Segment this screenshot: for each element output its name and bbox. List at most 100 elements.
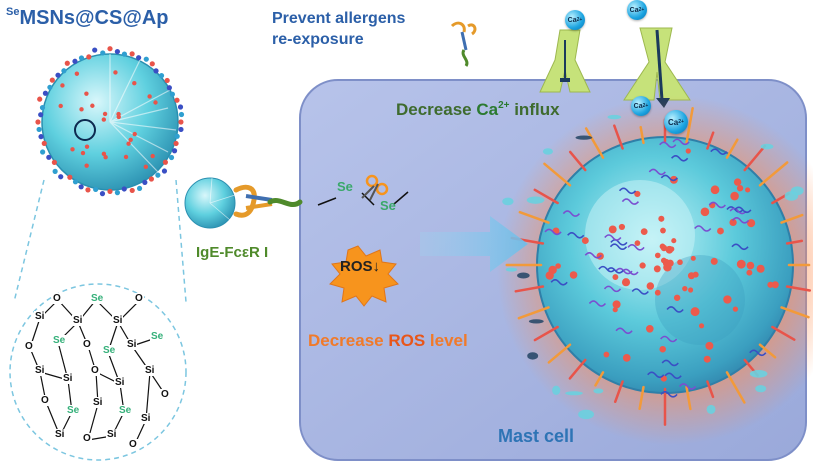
spike	[780, 306, 810, 319]
ligand-squiggle	[659, 141, 677, 149]
granule-dot	[612, 307, 618, 313]
spike	[685, 385, 692, 411]
granule-dot	[555, 263, 561, 269]
granule-dot	[685, 148, 691, 154]
granule-dot	[688, 287, 694, 293]
ligand-dot	[178, 119, 184, 125]
granule-dot	[640, 228, 648, 236]
ligand-squiggle	[606, 267, 624, 274]
ligand-dot	[41, 140, 47, 146]
spike	[613, 380, 624, 404]
granule-dot	[654, 289, 661, 296]
oxygen-atom-label: O	[160, 389, 170, 400]
granule-dot	[687, 272, 695, 280]
oxygen-atom-label: O	[128, 439, 138, 450]
silicon-atom-label: Si	[114, 377, 126, 388]
granule-dot	[690, 307, 700, 317]
spike	[785, 239, 804, 245]
ligand-dot	[67, 174, 73, 180]
ligand-squiggle	[661, 359, 679, 367]
oxygen-atom-label: O	[134, 293, 144, 304]
silicon-atom-label: Si	[92, 397, 104, 408]
ligand-dot	[78, 55, 85, 61]
granule-dot	[736, 259, 746, 269]
oxygen-atom-label: O	[24, 341, 34, 352]
ligand-dot	[174, 97, 180, 103]
granule-dot	[703, 355, 711, 363]
ligand-dot	[51, 159, 58, 165]
spike	[639, 125, 645, 145]
ligand-squiggle	[678, 383, 697, 390]
spike	[758, 343, 777, 359]
ligand-squiggle	[666, 306, 684, 313]
ligand-dot	[85, 187, 91, 193]
spike	[638, 385, 645, 411]
surface-dot	[84, 91, 89, 96]
cell-fragment	[607, 114, 622, 120]
granule-dot	[690, 255, 696, 261]
granule-dot	[581, 237, 589, 245]
ligand-dot	[158, 73, 165, 79]
ligand-squiggle	[627, 244, 645, 251]
ligand-squiggle	[734, 206, 752, 214]
ligand-dot	[86, 54, 92, 60]
ligand-squiggle	[609, 243, 628, 250]
granule-dot	[746, 269, 753, 276]
allergen-receptor-icon	[450, 21, 477, 67]
surface-dot	[126, 141, 131, 146]
ros-badge-text: ROS↓	[340, 258, 381, 275]
granule-dot	[608, 225, 617, 234]
spike	[685, 107, 694, 145]
silicon-atom-label: Si	[54, 429, 66, 440]
granule-dot	[736, 185, 744, 192]
ligand-dot	[143, 56, 149, 62]
surface-dot	[84, 163, 89, 168]
selenium-atom-label: Se	[102, 345, 117, 356]
silicon-atom-label: Si	[34, 365, 46, 376]
granule-dot	[745, 187, 751, 193]
ligand-squiggle	[731, 217, 750, 224]
ligand-dot	[93, 186, 99, 193]
spike	[543, 162, 572, 187]
oxygen-atom-label: O	[90, 365, 100, 376]
granule-dot	[747, 219, 756, 228]
cell-fragment	[593, 388, 604, 394]
ligand-dot	[114, 48, 121, 55]
cell-fragment	[575, 135, 593, 140]
granule-dot	[671, 238, 677, 244]
surface-dot	[113, 70, 118, 75]
page-title: SeMSNs@CS@Ap	[6, 6, 169, 29]
granule-dot	[710, 257, 718, 265]
ligand-dot	[39, 105, 46, 111]
ligand-dot	[129, 187, 135, 194]
granule-dot	[682, 285, 688, 292]
surface-dot	[101, 151, 107, 157]
ligand-squiggle	[729, 207, 747, 215]
ligand-dot	[129, 51, 135, 57]
selenium-atom-label: Se	[150, 331, 165, 342]
cell-fragment	[526, 196, 545, 204]
ligand-dot	[148, 176, 155, 182]
spike	[518, 210, 550, 224]
selenium-atom-label: Se	[90, 293, 105, 304]
ligand-squiggle	[603, 285, 622, 293]
ligand-dot	[38, 134, 44, 140]
granule-dot	[668, 246, 675, 252]
surface-dot	[79, 107, 84, 112]
spike	[594, 371, 605, 387]
ligand-squiggle	[648, 168, 666, 176]
ligand-dot	[49, 77, 55, 83]
mast-cell-label: Mast cell	[498, 426, 575, 446]
ligand-squiggle	[588, 300, 607, 307]
scissors-icon	[361, 174, 389, 201]
selenium-atom-label: Se	[118, 405, 133, 416]
network-bond	[145, 371, 151, 421]
prevent-allergens-label: Prevent allergens re-exposure	[272, 8, 405, 50]
granule-dot	[634, 240, 641, 246]
granule-dot	[756, 264, 765, 273]
ligand-squiggle	[584, 251, 602, 259]
granule-dot	[746, 261, 755, 270]
ligand-squiggle	[749, 349, 767, 357]
